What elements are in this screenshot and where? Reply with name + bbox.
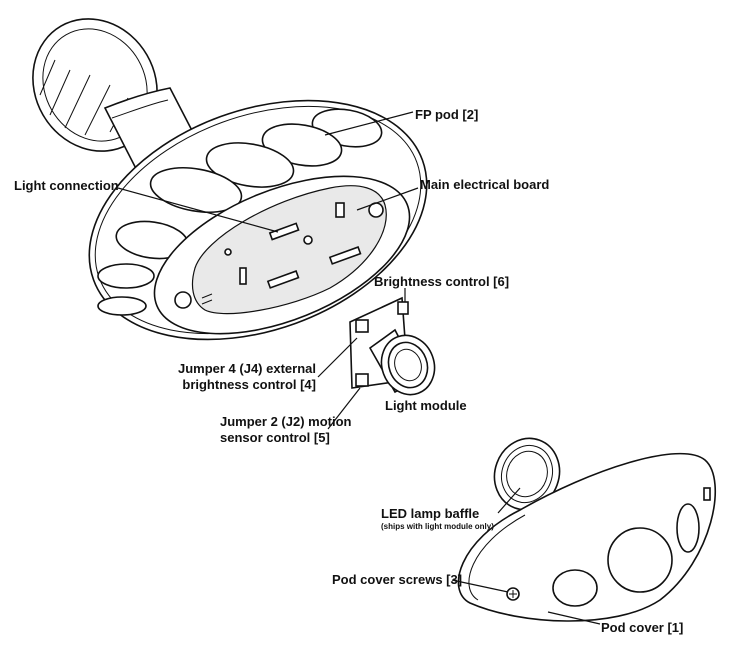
label-main-electrical-board: Main electrical board: [420, 177, 549, 192]
label-led-lamp-baffle: LED lamp baffle: [381, 506, 479, 521]
label-pod-cover: Pod cover [1]: [601, 620, 683, 635]
label-brightness-control: Brightness control [6]: [374, 274, 509, 289]
main-electrical-board: [174, 185, 387, 315]
light-module: [349, 296, 436, 396]
label-light-module: Light module: [385, 398, 467, 413]
label-pod-cover-screws: Pod cover screws [3]: [332, 572, 462, 587]
label-jumper4-line2: brightness control [4]: [182, 377, 316, 392]
label-fp-pod: FP pod [2]: [415, 107, 478, 122]
label-jumper4-line1: Jumper 4 (J4) external: [178, 361, 316, 376]
label-jumper2-line1: Jumper 2 (J2) motion: [220, 414, 352, 429]
label-jumper2-line2: sensor control [5]: [220, 430, 330, 445]
led-lamp-baffle: [493, 437, 561, 511]
label-led-lamp-baffle-note: (ships with light module only): [381, 522, 494, 531]
pod-cover: [457, 452, 717, 622]
label-light-connection: Light connection: [14, 178, 119, 193]
